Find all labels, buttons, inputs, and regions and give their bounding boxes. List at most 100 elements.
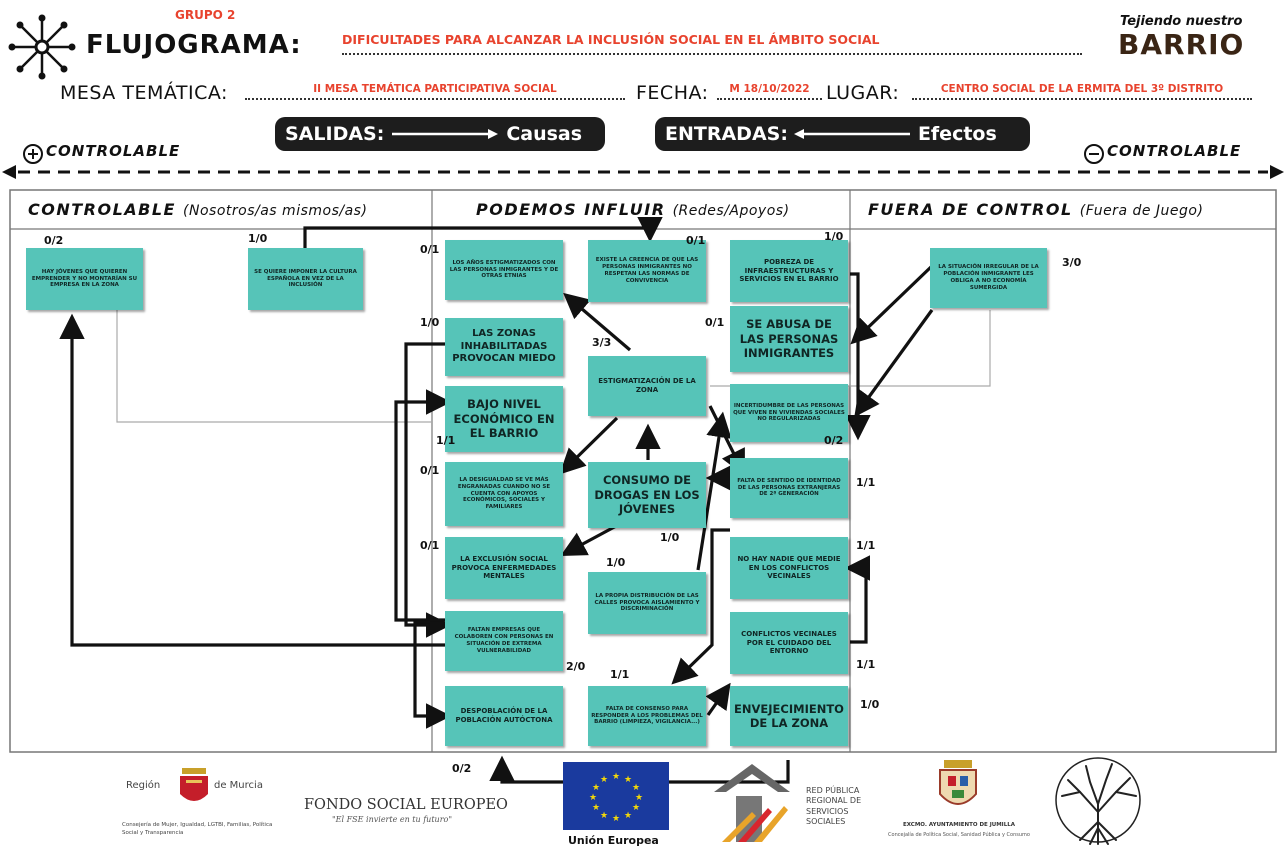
svg-text:★: ★ <box>632 803 640 813</box>
score-label: 0/2 <box>44 234 64 247</box>
col-fuera-subtitle: (Fuera de Juego) <box>1079 203 1204 219</box>
note-exclusion-enfermedades: LA EXCLUSIÓN SOCIAL PROVOCA ENFERMEDADES… <box>445 537 563 599</box>
score-label: 0/1 <box>420 243 440 256</box>
eu-flag-icon: ★★★★ ★★★★ ★★★★ <box>563 762 669 830</box>
note-jovenes-emprender: HAY JÓVENES QUE QUIEREN EMPRENDER Y NO M… <box>26 248 143 310</box>
col-fuera-title: FUERA DE CONTROL <box>868 200 1073 219</box>
svg-text:★: ★ <box>612 814 620 824</box>
score-label: 1/0 <box>824 230 844 243</box>
svg-text:★: ★ <box>624 811 632 821</box>
entradas-label: ENTRADAS: <box>665 123 788 145</box>
svg-text:★: ★ <box>589 793 597 803</box>
score-label: 3/0 <box>1062 256 1082 269</box>
col-fuera-header: FUERA DE CONTROL (Fuera de Juego) <box>868 200 1203 219</box>
jumilla-shield-icon <box>939 760 977 805</box>
red-publica-logo <box>714 764 790 842</box>
group-label: GRUPO 2 <box>175 8 236 22</box>
fecha-label: FECHA: <box>636 82 709 104</box>
svg-text:★: ★ <box>600 811 608 821</box>
note-despoblacion: DESPOBLACIÓN DE LA POBLACIÓN AUTÓCTONA <box>445 686 563 746</box>
minus-controlable-label: CONTROLABLE <box>1107 142 1242 160</box>
note-pobreza-infraestructuras: POBREZA DE INFRAESTRUCTURAS Y SERVICIOS … <box>730 240 848 302</box>
note-zonas-inhabilitadas: LAS ZONAS INHABILITADAS PROVOCAN MIEDO <box>445 318 563 376</box>
minus-circle-icon <box>1084 144 1104 164</box>
score-label: 1/0 <box>606 556 626 569</box>
score-label: 1/1 <box>436 434 456 447</box>
note-conflictos-vecinales: CONFLICTOS VECINALES POR EL CUIDADO DEL … <box>730 612 848 674</box>
note-faltan-empresas: FALTAN EMPRESAS QUE COLABOREN CON PERSON… <box>445 611 563 671</box>
brand-tagline: Tejiendo nuestro <box>1120 14 1243 29</box>
svg-text:★: ★ <box>635 793 643 803</box>
note-desigualdad-apoyos: LA DESIGUALDAD SE VE MÁS ENGRANADAS CUAN… <box>445 462 563 526</box>
network-icon <box>8 14 76 80</box>
note-estigmatizacion-zona: ESTIGMATIZACIÓN DE LA ZONA <box>588 356 706 416</box>
dashed-double-arrow <box>2 165 1284 179</box>
svg-text:★: ★ <box>612 772 620 782</box>
note-anos-estigmatizados: LOS AÑOS ESTIGMATIZADOS CON LAS PERSONAS… <box>445 240 563 300</box>
salidas-legend: SALIDAS: Causas <box>275 117 605 151</box>
svg-text:★: ★ <box>592 803 600 813</box>
mesa-value: II MESA TEMÁTICA PARTICIPATIVA SOCIAL <box>245 83 625 100</box>
page-title: FLUJOGRAMA: <box>86 30 302 60</box>
fecha-value: M 18/10/2022 <box>717 83 822 100</box>
salidas-label: SALIDAS: <box>285 123 385 145</box>
salidas-value: Causas <box>506 123 583 145</box>
page-subtitle: DIFICULTADES PARA ALCANZAR LA INCLUSIÓN … <box>342 32 1082 55</box>
note-falta-identidad: FALTA DE SENTIDO DE IDENTIDAD DE LAS PER… <box>730 458 848 518</box>
tree-logo-icon <box>1055 757 1141 845</box>
lugar-value: CENTRO SOCIAL DE LA ERMITA DEL 3º DISTRI… <box>912 83 1252 100</box>
score-label: 1/0 <box>248 232 268 245</box>
fse-title: FONDO SOCIAL EUROPEO <box>304 797 508 813</box>
svg-text:★: ★ <box>600 775 608 785</box>
svg-text:★: ★ <box>592 783 600 793</box>
note-consumo-drogas: CONSUMO DE DROGAS EN LOS JÓVENES <box>588 462 706 528</box>
score-label: 1/1 <box>856 658 876 671</box>
note-distribucion-calles: LA PROPIA DISTRIBUCIÓN DE LAS CALLES PRO… <box>588 572 706 634</box>
score-label: 1/0 <box>660 531 680 544</box>
mesa-label: MESA TEMÁTICA: <box>60 82 228 104</box>
plus-controlable-label: CONTROLABLE <box>46 142 181 160</box>
jumilla-label: EXCMO. AYUNTAMIENTO DE JUMILLA <box>903 822 1015 828</box>
col-controlable-title: CONTROLABLE <box>28 200 176 219</box>
region-murcia-logo <box>180 768 208 801</box>
note-falta-consenso: FALTA DE CONSENSO PARA RESPONDER A LOS P… <box>588 686 706 746</box>
note-abusa-inmigrantes: SE ABUSA DE LAS PERSONAS INMIGRANTES <box>730 306 848 372</box>
svg-text:★: ★ <box>624 775 632 785</box>
arrow-right-icon <box>392 129 499 139</box>
eu-label: Unión Europea <box>568 834 659 847</box>
score-label: 0/1 <box>420 464 440 477</box>
region-label-b: de Murcia <box>214 780 263 791</box>
jumilla-subtitle: Concejalía de Política Social, Sanidad P… <box>888 832 1030 838</box>
note-situacion-irregular: LA SITUACIÓN IRREGULAR DE LA POBLACIÓN I… <box>930 248 1047 308</box>
col-podemos-header: PODEMOS INFLUIR (Redes/Apoyos) <box>476 200 790 219</box>
note-bajo-nivel-economico: BAJO NIVEL ECONÓMICO EN EL BARRIO <box>445 386 563 452</box>
plus-circle-icon <box>23 144 43 164</box>
entradas-legend: ENTRADAS: Efectos <box>655 117 1030 151</box>
score-label: 1/1 <box>610 668 630 681</box>
col-podemos-title: PODEMOS INFLUIR <box>476 200 666 219</box>
region-subtitle: Consejería de Mujer, Igualdad, LGTBI, Fa… <box>122 822 273 836</box>
note-nadie-medie: NO HAY NADIE QUE MEDIE EN LOS CONFLICTOS… <box>730 537 848 599</box>
score-label: 1/0 <box>420 316 440 329</box>
col-controlable-header: CONTROLABLE (Nosotros/as mismos/as) <box>28 200 367 219</box>
red-publica-label: RED PÚBLICA REGIONAL DE SERVICIOS SOCIAL… <box>806 786 862 827</box>
score-label: 0/1 <box>705 316 725 329</box>
score-label: 1/1 <box>856 476 876 489</box>
region-label: Región <box>126 780 161 791</box>
score-label: 0/1 <box>420 539 440 552</box>
score-label: 0/1 <box>686 234 706 247</box>
note-incertidumbre-viviendas: INCERTIDUMBRE DE LAS PERSONAS QUE VIVEN … <box>730 384 848 442</box>
col-podemos-subtitle: (Redes/Apoyos) <box>672 203 790 219</box>
score-label: 1/1 <box>856 539 876 552</box>
score-label: 3/3 <box>592 336 612 349</box>
col-controlable-subtitle: (Nosotros/as mismos/as) <box>183 203 368 219</box>
score-label: 0/2 <box>824 434 844 447</box>
brand-logo: BARRIO <box>1118 28 1245 61</box>
entradas-value: Efectos <box>917 123 997 145</box>
lugar-label: LUGAR: <box>826 82 900 104</box>
note-envejecimiento: ENVEJECIMIENTO DE LA ZONA <box>730 686 848 746</box>
fse-subtitle: "El FSE invierte en tu futuro" <box>332 815 453 824</box>
score-label: 0/2 <box>452 762 472 775</box>
note-creencia-normas: EXISTE LA CREENCIA DE QUE LAS PERSONAS I… <box>588 240 706 302</box>
